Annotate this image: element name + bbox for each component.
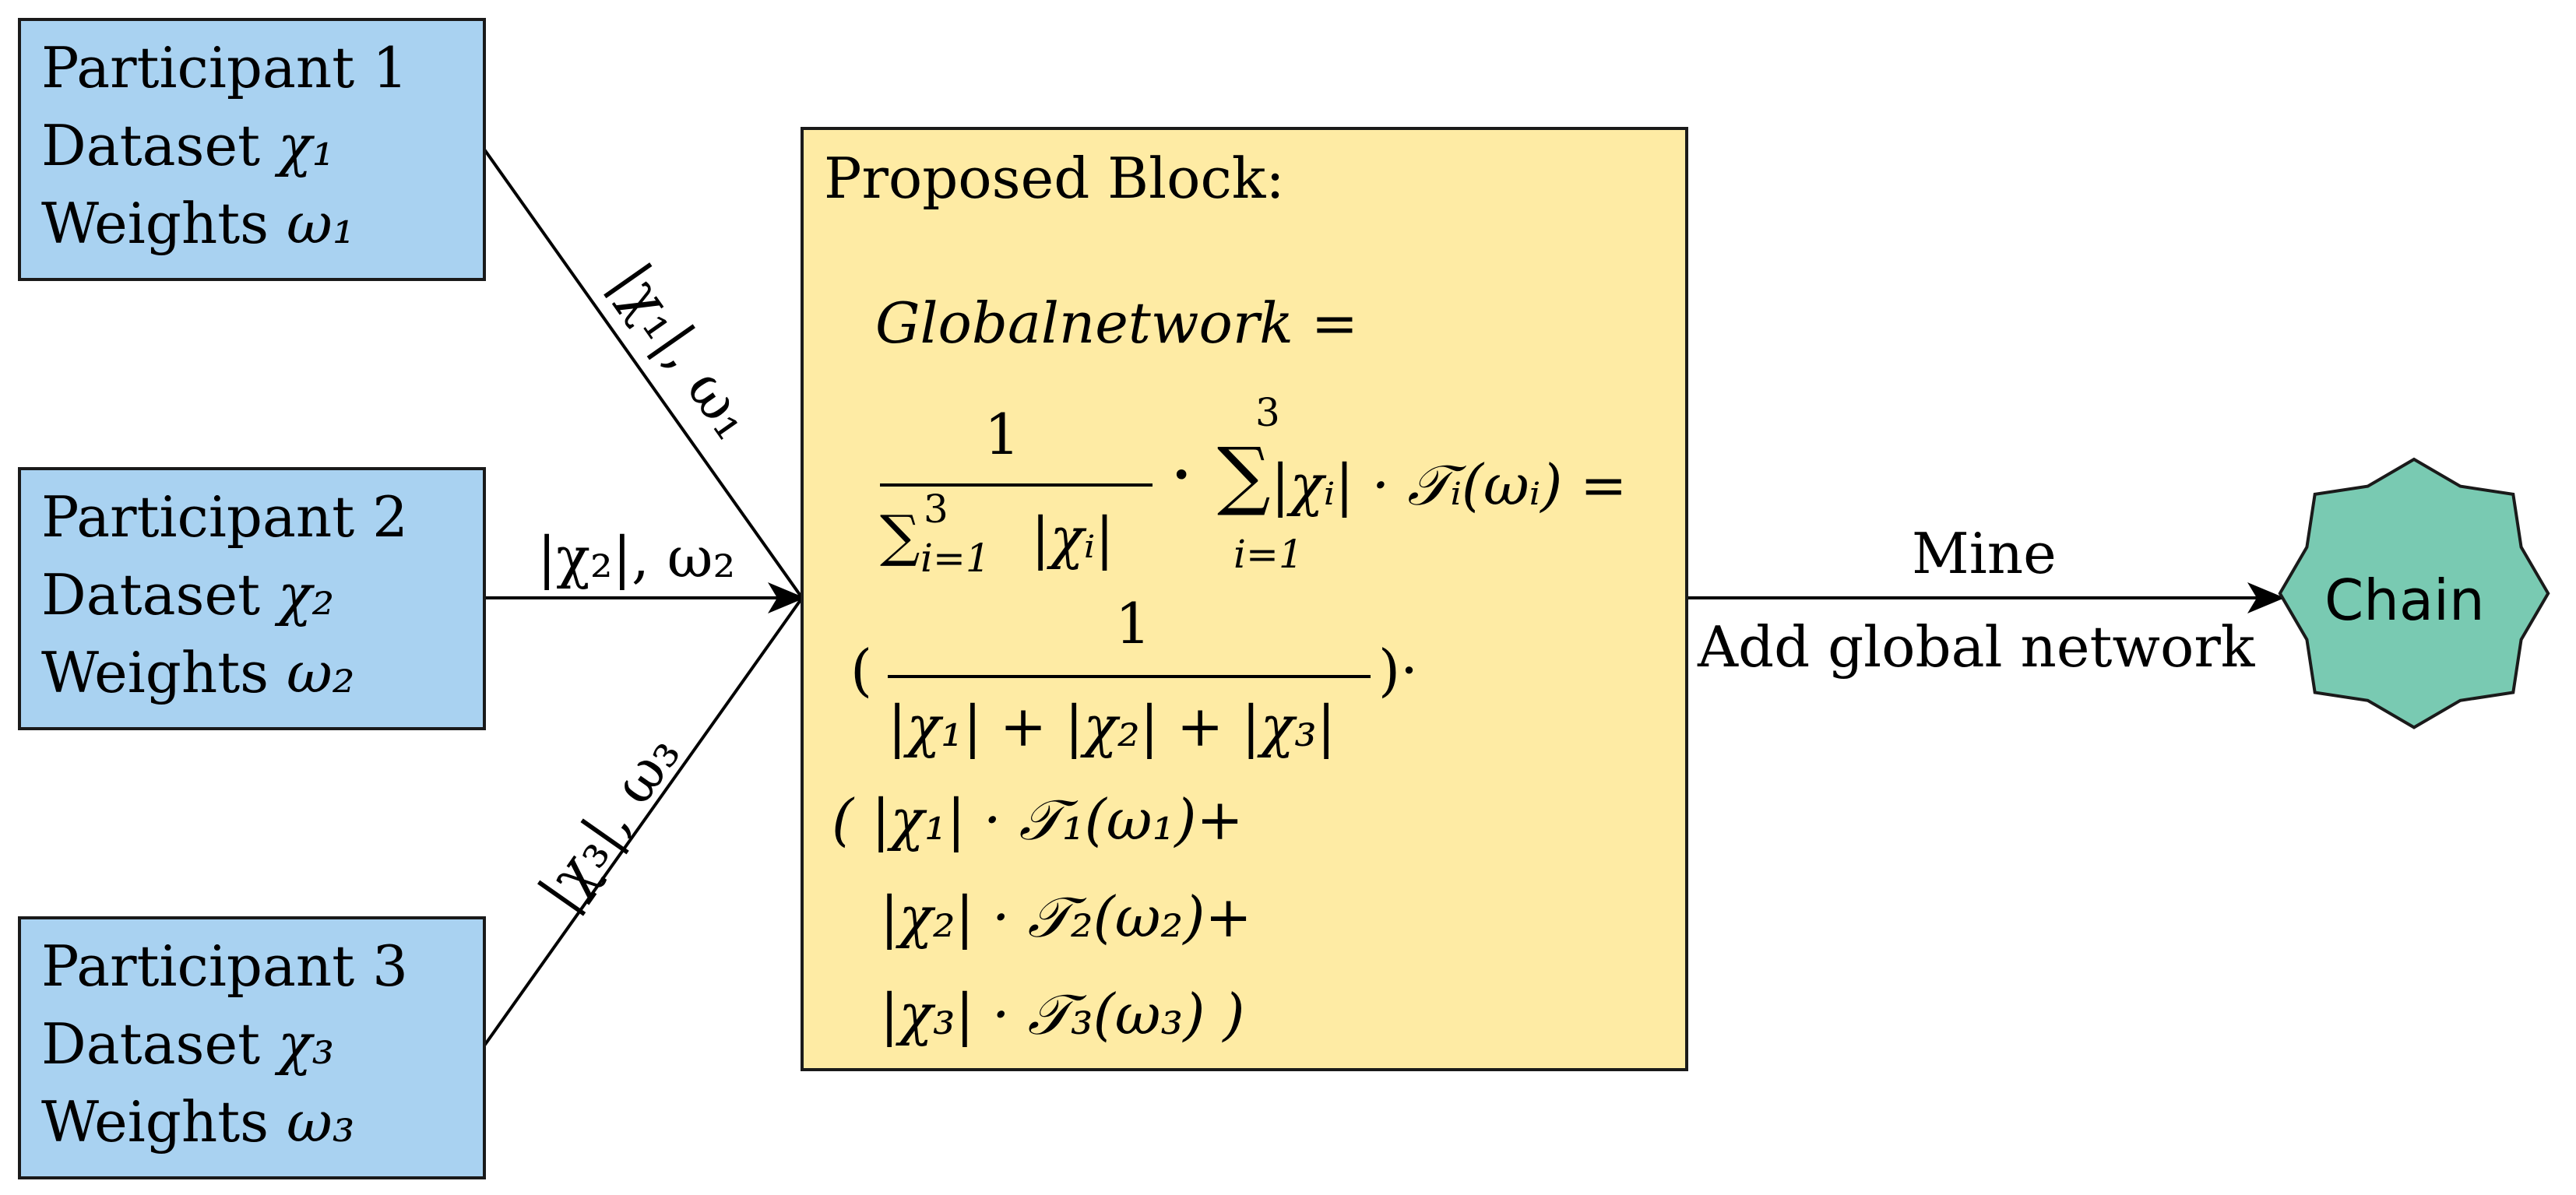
chain-label: Chain xyxy=(2324,568,2485,633)
chain-star-shape xyxy=(2278,457,2550,729)
participant-1-dataset: Dataset χ₁ xyxy=(41,107,483,185)
sum-lower-limit: i=1 xyxy=(1233,532,1304,577)
weights-label: Weights xyxy=(41,640,269,705)
fraction-1-upper-limit: 3 xyxy=(924,487,948,532)
participant-2-title: Participant 2 xyxy=(41,484,408,550)
edge-participant-3 xyxy=(483,596,804,1047)
arrow-label-mine: Mine xyxy=(1912,521,2057,586)
participant-3-weights: Weights ω₃ xyxy=(41,1083,483,1161)
participant-3-title: Participant 3 xyxy=(41,933,408,999)
participant-3-dataset: Dataset χ₃ xyxy=(41,1005,483,1083)
fraction-2-denominator: |χ₁| + |χ₂| + |χ₃| xyxy=(888,694,1336,759)
edge-label-2: |χ₂|, ω₂ xyxy=(537,525,736,590)
weights-label: Weights xyxy=(41,1089,269,1155)
fraction-1-numerator: 1 xyxy=(984,402,1020,467)
arrow-label-add-global-network: Add global network xyxy=(1698,614,2255,680)
formula-term-1: ( |χ₁| · 𝒯₁(ω₁)+ xyxy=(832,787,1244,852)
dataset-label: Dataset xyxy=(41,562,261,627)
edge-participant-1 xyxy=(483,148,804,599)
weights-symbol: ω₃ xyxy=(287,1089,355,1155)
participant-2-box: Participant 2 Dataset χ₂ Weights ω₂ xyxy=(18,467,486,730)
fraction-1-bar xyxy=(880,483,1153,487)
weights-symbol: ω₁ xyxy=(287,191,355,256)
fraction-2-bar xyxy=(888,675,1371,678)
dataset-symbol: χ₁ xyxy=(277,113,335,178)
sum-operator: · ∑ xyxy=(1170,431,1271,518)
participant-3-box: Participant 3 Dataset χ₃ Weights ω₃ xyxy=(18,916,486,1179)
sum-tail: |χᵢ| · 𝒯ᵢ(ωᵢ) = xyxy=(1271,452,1628,518)
dataset-symbol: χ₂ xyxy=(277,562,335,627)
block-title: Proposed Block: xyxy=(824,146,1285,211)
participant-2-dataset: Dataset χ₂ xyxy=(41,556,483,634)
fraction-2-numerator: 1 xyxy=(1115,591,1151,656)
participant-1-weights: Weights ω₁ xyxy=(41,185,483,262)
fraction-1-denominator-tail: |χᵢ| xyxy=(1031,505,1114,571)
dataset-label: Dataset xyxy=(41,113,261,178)
sum-upper-limit: 3 xyxy=(1255,390,1280,435)
fraction-2-close-paren: )· xyxy=(1378,638,1418,703)
participant-1-title: Participant 1 xyxy=(41,35,408,100)
fraction-1-lower-limit: i=1 xyxy=(920,536,991,581)
participant-1-box: Participant 1 Dataset χ₁ Weights ω₁ xyxy=(18,18,486,281)
formula-term-2: |χ₂| · 𝒯₂(ω₂)+ xyxy=(880,884,1252,950)
weights-symbol: ω₂ xyxy=(287,640,355,705)
dataset-label: Dataset xyxy=(41,1011,261,1077)
dataset-symbol: χ₃ xyxy=(277,1011,335,1077)
participant-2-weights: Weights ω₂ xyxy=(41,634,483,712)
formula-term-3: |χ₃| · 𝒯₃(ω₃) ) xyxy=(880,982,1245,1047)
fraction-1-denominator-sigma: ∑ xyxy=(880,503,920,568)
weights-label: Weights xyxy=(41,191,269,256)
fraction-2-open-paren: ( xyxy=(850,638,873,703)
proposed-block: Proposed Block: Globalnetwork = 1 ∑ 3 i=… xyxy=(801,127,1688,1071)
formula-line-1: Globalnetwork = xyxy=(875,290,1359,356)
